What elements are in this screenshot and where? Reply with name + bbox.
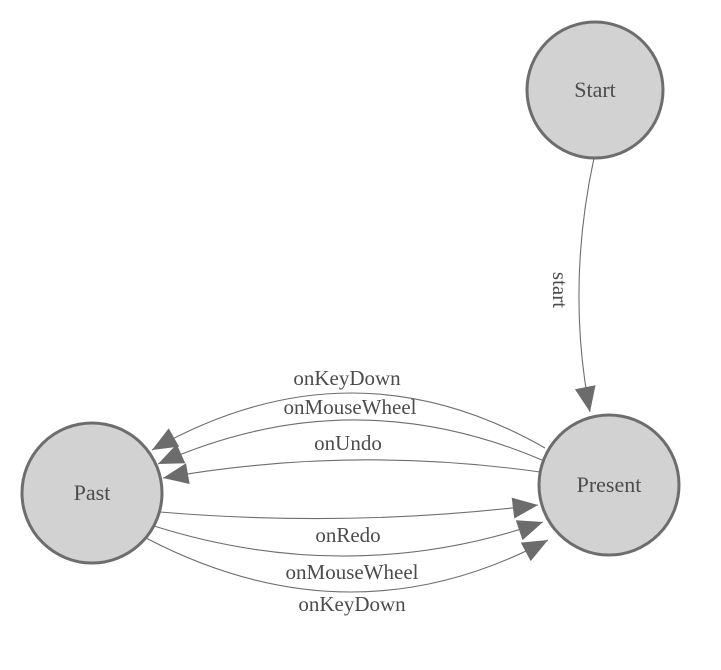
edge-past-to-present xyxy=(159,497,539,520)
edge-label-past-to-present: onMouseWheel xyxy=(286,560,419,584)
edge-start-to-present xyxy=(574,157,596,413)
edge-past-to-present xyxy=(145,537,549,593)
node-start[interactable] xyxy=(525,20,665,160)
edge-label-start-to-present: start xyxy=(548,272,572,308)
node-label-past: Past xyxy=(74,480,111,505)
edge-present-to-past xyxy=(162,459,541,484)
node-past[interactable] xyxy=(20,421,164,565)
labels-layer: start onKeyDown onMouseWheel onUndo onRedo on… xyxy=(74,77,642,616)
edges-layer xyxy=(145,157,596,593)
edge-present-to-past xyxy=(151,392,546,451)
edge-label-present-to-past: onMouseWheel xyxy=(284,395,417,419)
edge-past-to-present xyxy=(153,520,544,557)
node-present[interactable] xyxy=(537,413,681,557)
edge-label-past-to-present: onKeyDown xyxy=(298,592,406,616)
nodes-layer xyxy=(20,20,681,565)
edge-present-to-past xyxy=(157,419,543,465)
node-label-present: Present xyxy=(577,472,642,497)
node-label-start: Start xyxy=(574,77,616,102)
edge-label-present-to-past: onUndo xyxy=(314,431,382,455)
edge-label-past-to-present: onRedo xyxy=(315,523,380,547)
edge-label-present-to-past: onKeyDown xyxy=(293,366,401,390)
